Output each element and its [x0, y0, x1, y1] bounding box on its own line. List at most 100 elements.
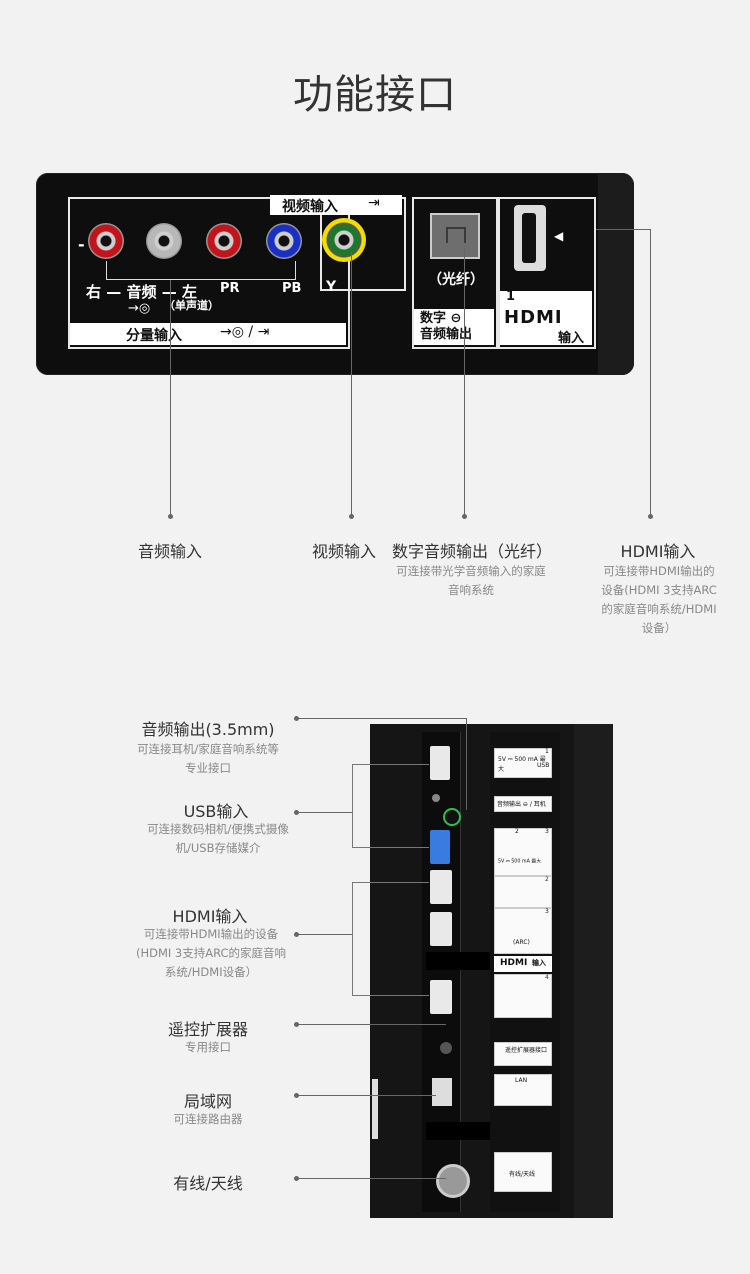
- hdmi4-label-box: 4: [494, 974, 552, 1018]
- hdmi-input-label: 输入: [558, 331, 585, 346]
- audio-left-label: 左: [181, 283, 197, 301]
- audio-label-row: 右 — 音频 — 左: [86, 283, 197, 301]
- jack-bracket: [106, 261, 296, 280]
- small-jack: [432, 794, 440, 802]
- side-hdmi-logo: HDMI: [500, 958, 528, 968]
- callout-line-audio: [170, 280, 171, 516]
- callout-audio-in-title: 音频输入: [137, 542, 202, 561]
- hdmi-number: 1: [506, 289, 516, 304]
- input-arrow-icon: ⇥: [368, 195, 380, 211]
- callout-dot: [462, 514, 467, 519]
- remote-ext-label: 遥控扩展器接口: [505, 1047, 548, 1054]
- pb-label: PB: [282, 281, 302, 296]
- hdmi2-number: 2: [545, 876, 549, 883]
- callout-usb-title: USB输入: [183, 802, 249, 821]
- callout-remote-desc: 专用接口: [185, 1040, 231, 1054]
- lan-label: LAN: [515, 1077, 528, 1084]
- callout-dot: [294, 932, 299, 937]
- line-audio-out-v: [466, 718, 467, 810]
- output-icon: ⊖: [450, 311, 462, 326]
- line-hdmi: [296, 934, 352, 935]
- callout-audio-out-title: 音频输出(3.5mm): [141, 720, 275, 739]
- line-antenna: [296, 1178, 446, 1179]
- usb2-number: 2: [515, 828, 519, 835]
- callout-dot: [294, 1093, 299, 1098]
- pr-label: PR: [220, 281, 240, 296]
- antenna-label-box: 有线/天线: [494, 1152, 552, 1192]
- hdmi-marker-icon: ◀: [554, 229, 564, 243]
- component-input-icon: →◎ / ⇥: [220, 324, 270, 340]
- callout-hdmi-title: HDMI输入: [620, 542, 696, 561]
- hdmi-logo: HDMI: [504, 307, 563, 328]
- pb-jack: [266, 223, 302, 259]
- hdmi-band: 1 HDMI 输入: [500, 289, 592, 346]
- optical-slot: [446, 227, 466, 243]
- hdmi2-label-box: 2: [494, 876, 552, 908]
- mono-label: （单声道）: [164, 299, 219, 312]
- side-clip: [372, 1079, 378, 1139]
- video-input-label-bg: 视频输入 ⇥: [270, 195, 402, 215]
- line-audio-out: [296, 718, 466, 719]
- callout-lan-title: 局域网: [183, 1092, 232, 1111]
- callout-dot: [294, 810, 299, 815]
- callout-antenna-title: 有线/天线: [173, 1174, 243, 1193]
- hdmi-port-slot: [522, 213, 536, 263]
- hdmi3-number: 3: [545, 908, 549, 915]
- usb-port-2: [430, 830, 450, 864]
- cable-clip-1: [426, 952, 490, 970]
- optical-frame: [412, 197, 498, 349]
- lan-label-box: LAN: [494, 1074, 552, 1106]
- bracket-usb: [352, 764, 429, 848]
- audio-right-label: 右: [86, 283, 102, 301]
- video-y-jack: [322, 218, 366, 262]
- optical-label: （光纤）: [428, 272, 484, 288]
- audio-out-label: 音频输出 ⊖ / 耳机: [497, 801, 546, 808]
- lan-port: [432, 1078, 452, 1106]
- callout-optical-desc: 可连接带光学音频输入的家庭音响系统: [396, 564, 546, 597]
- hdmi-port-2: [430, 870, 452, 904]
- usb3-number: 3: [545, 828, 549, 835]
- callout-audio-out-desc: 可连接耳机/家庭音响系统等专业接口: [137, 742, 279, 775]
- callout-dot: [168, 514, 173, 519]
- y-label: Y: [326, 279, 337, 295]
- usb1-number: 1: [545, 748, 549, 755]
- usb23-label-box: 5V ⎓ 500 mA 最大 2 3: [494, 828, 552, 876]
- hdmi-frame: [498, 197, 596, 349]
- callout-hdmi2-title: HDMI输入: [172, 907, 248, 926]
- side-hdmi-input: 输入: [532, 959, 546, 967]
- arc-label: (ARC): [513, 939, 530, 946]
- usb1-label-box: 5V ⎓ 500 mA 最大 USB 1: [494, 748, 552, 778]
- digital-audio-label: 数字 ⊖ 音频输出: [420, 311, 472, 343]
- panel-edge: [598, 173, 634, 375]
- callout-dot: [648, 514, 653, 519]
- hdmi3-label-box: (ARC) 3: [494, 908, 552, 954]
- optical-port: [430, 213, 480, 259]
- rear-panel-photo: 视频输入 ⇥ 分量输入 →◎ / ⇥ - 右 — 音频 — 左 （单声道） →◎…: [36, 173, 634, 375]
- component-label-band: 分量输入 →◎ / ⇥: [70, 323, 346, 345]
- bracket-hdmi: [352, 882, 429, 996]
- callout-dot: [294, 716, 299, 721]
- callout-hdmi-desc: 可连接带HDMI输出的设备(HDMI 3支持ARC的家庭音响系统/HDMI设备）: [601, 564, 717, 635]
- antenna-port: [436, 1164, 470, 1198]
- minus-mark: -: [78, 235, 85, 254]
- page-title: 功能接口: [293, 72, 457, 118]
- callout-video-in-title: 视频输入: [311, 542, 376, 561]
- callout-dot: [349, 514, 354, 519]
- usb-port-1: [430, 746, 450, 780]
- pr-jack: [206, 223, 242, 259]
- callout-remote-title: 遥控扩展器: [167, 1020, 248, 1039]
- callout-optical-title: 数字音频输出（光纤）: [391, 542, 552, 561]
- callout-dot: [294, 1176, 299, 1181]
- panel-edge-right: [574, 724, 613, 1218]
- usb2-spec: 5V ⎓ 500 mA 最大: [498, 858, 541, 865]
- component-input-label: 分量输入: [126, 328, 182, 344]
- digital-audio-line1: 数字: [420, 311, 447, 326]
- remote-ext-label-box: 遥控扩展器接口: [494, 1042, 552, 1066]
- audio-out-label-box: 音频输出 ⊖ / 耳机: [494, 796, 552, 812]
- callout-hdmi2-desc: 可连接带HDMI输出的设备(HDMI 3支持ARC的家庭音响系统/HDMI设备）: [135, 927, 287, 979]
- antenna-label: 有线/天线: [509, 1171, 536, 1178]
- audio-right-jack: [88, 223, 124, 259]
- callout-line-hdmi: [650, 229, 651, 516]
- component-input-frame: [68, 197, 350, 349]
- callout-line-optical: [464, 248, 465, 516]
